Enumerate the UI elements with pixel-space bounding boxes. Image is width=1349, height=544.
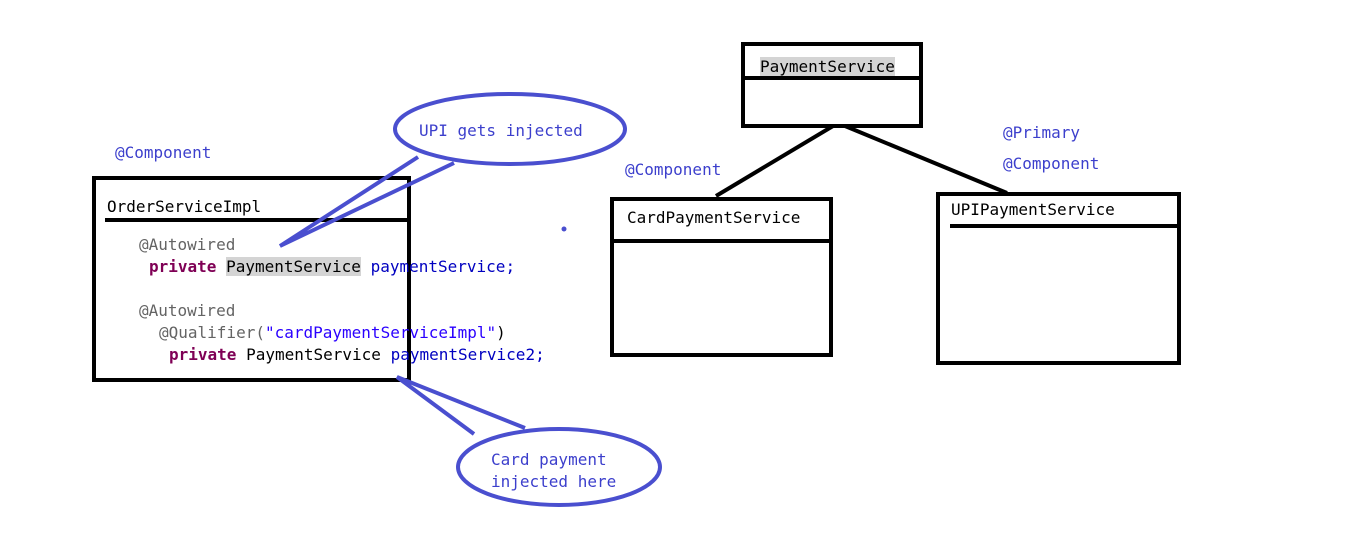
- field2-declaration: private PaymentService paymentService2;: [169, 345, 545, 365]
- upi-payment-service-box: [936, 192, 1181, 365]
- qualifier-value: "cardPaymentServiceImpl": [264, 323, 497, 342]
- card-payment-service-box: [610, 197, 833, 357]
- card-payment-service-class-name: CardPaymentService: [627, 208, 801, 227]
- order-service-class-name: OrderServiceImpl: [107, 197, 262, 216]
- field2-keyword: private: [169, 345, 237, 364]
- upi-callout-bubble: [393, 92, 627, 166]
- upi-callout-text: UPI gets injected: [419, 121, 583, 140]
- payment-service-class-name: PaymentService: [760, 57, 895, 77]
- field1-annotation: @Autowired: [139, 235, 236, 254]
- field1-type: PaymentService: [226, 257, 361, 276]
- qualifier-suffix: ): [496, 323, 506, 342]
- upi-inheritance-line: [844, 124, 1008, 195]
- field1-declaration: private PaymentService paymentService;: [149, 257, 515, 277]
- order-service-annotation: @Component: [115, 143, 212, 162]
- upi-primary-annotation: @Primary: [1003, 123, 1081, 142]
- field2-name: paymentService2;: [390, 345, 545, 364]
- qualifier-prefix: @Qualifier(: [159, 323, 265, 342]
- card-callout-text-line2: injected here: [491, 472, 617, 491]
- card-payment-service-annotation: @Component: [625, 160, 722, 179]
- payment-service-class-label: PaymentService: [760, 57, 895, 76]
- field2-qualifier: @Qualifier("cardPaymentServiceImpl"): [159, 323, 506, 343]
- upi-component-annotation: @Component: [1003, 154, 1100, 173]
- card-callout-bubble: [456, 427, 662, 507]
- card-callout-pointer: [395, 375, 526, 436]
- field2-type: PaymentService: [246, 345, 381, 364]
- field1-name: paymentService;: [370, 257, 516, 276]
- card-inheritance-line: [714, 124, 835, 198]
- upi-payment-service-class-name: UPIPaymentService: [951, 200, 1115, 219]
- order-service-box: [92, 176, 411, 382]
- field2-annotation: @Autowired: [139, 301, 236, 320]
- stray-dot: [561, 226, 567, 232]
- field1-keyword: private: [149, 257, 217, 276]
- card-callout-text-line1: Card payment: [491, 450, 607, 469]
- upi-callout-pointer: [278, 155, 455, 248]
